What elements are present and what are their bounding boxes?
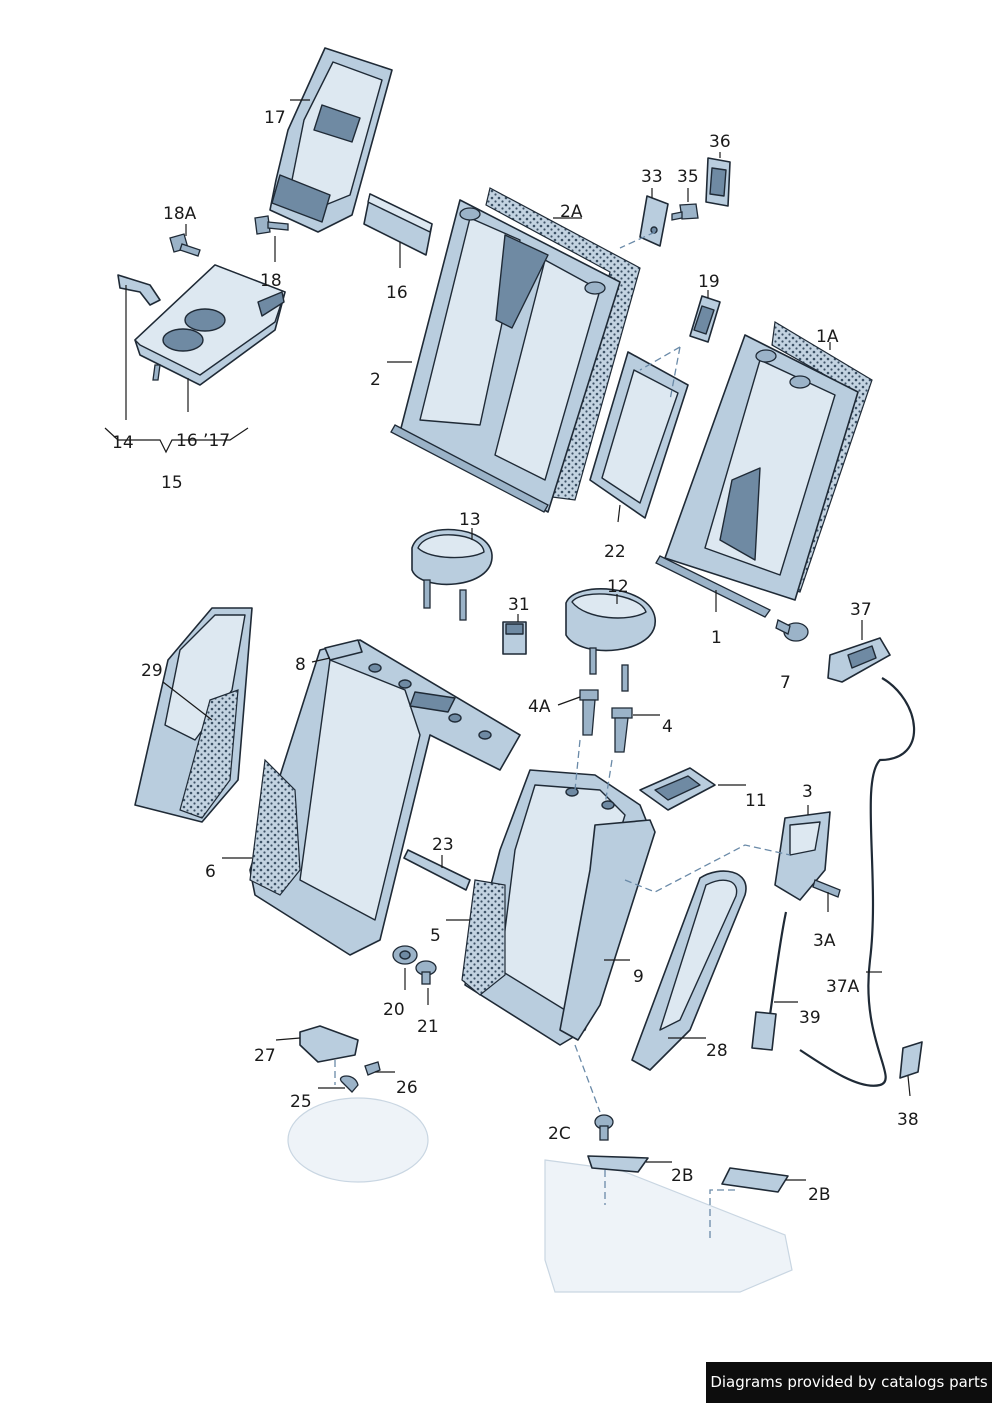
diagram-credit: Diagrams provided by catalogs parts [706, 1362, 992, 1403]
cover-part-36 [705, 157, 731, 207]
label-37A: 37A [826, 977, 860, 997]
guide-part-4 [611, 707, 633, 753]
backrest-frame-part-2 [390, 199, 621, 513]
label-3A: 3A [813, 931, 836, 951]
backrest-frame-part-1 [655, 334, 859, 618]
label-35: 35 [677, 167, 699, 187]
latch-part-19 [689, 295, 721, 343]
frame-panel-part-22 [589, 351, 689, 519]
armrest-frame-part-17 [269, 47, 393, 233]
label-1A: 1A [816, 327, 839, 347]
label-11: 11 [745, 791, 767, 811]
guide-part-4A [579, 689, 599, 736]
grommet-part-20 [392, 945, 418, 965]
handle-part-38 [899, 1041, 923, 1079]
label-6: 6 [205, 862, 216, 882]
screw-part-2C [594, 1114, 614, 1141]
cable-part-37A [799, 677, 916, 1087]
label-9: 9 [633, 967, 644, 987]
clip-part-25 [339, 1075, 359, 1093]
label-2B-left: 2B [671, 1166, 693, 1186]
label-2A: 2A [560, 202, 583, 222]
label-3: 3 [802, 782, 813, 802]
bolster-part-28 [631, 870, 747, 1071]
strip-part-8 [324, 639, 363, 661]
backrest-cover-part-6 [249, 639, 521, 956]
label-18: 18 [260, 271, 282, 291]
headrest-part-12 [565, 588, 656, 692]
label-14: 14 [112, 433, 134, 453]
cable-clip-part-39 [751, 911, 788, 1051]
clip-part-7 [775, 619, 809, 642]
label-27: 27 [254, 1046, 276, 1066]
cover-part-14 [117, 274, 161, 306]
dashed-connectors [334, 231, 791, 1240]
seat-base [544, 1159, 793, 1293]
bracket-part-27 [299, 1025, 359, 1063]
label-17: 17 [264, 108, 286, 128]
bracket-part-2B-right [721, 1167, 789, 1193]
label-28: 28 [706, 1041, 728, 1061]
label-39: 39 [799, 1008, 821, 1028]
headrest-part-13 [411, 528, 493, 621]
label-16: 16 [386, 283, 408, 303]
hinge-part-3 [774, 811, 831, 901]
label-4A: 4A [528, 697, 551, 717]
label-2C: 2C [548, 1124, 571, 1144]
label-33: 33 [641, 167, 663, 187]
label-4: 4 [662, 717, 673, 737]
label-12: 12 [607, 577, 629, 597]
bracket-part-33 [639, 195, 669, 247]
label-21: 21 [417, 1017, 439, 1037]
trim-strip-part-23 [403, 849, 471, 891]
label-37: 37 [850, 600, 872, 620]
label-18A: 18A [163, 204, 197, 224]
label-16-17: 16 ’17 [176, 431, 230, 451]
label-36: 36 [709, 132, 731, 152]
leader-lines [104, 99, 911, 1181]
release-unit-part-37 [827, 637, 891, 683]
label-25: 25 [290, 1092, 312, 1112]
label-5: 5 [430, 926, 441, 946]
label-23: 23 [432, 835, 454, 855]
release-button-part-11 [639, 767, 716, 811]
side-panel-part-9 [559, 819, 656, 1041]
label-13: 13 [459, 510, 481, 530]
label-7: 7 [780, 673, 791, 693]
screw-part-26 [364, 1061, 381, 1076]
label-29: 29 [141, 661, 163, 681]
screw-part-21 [415, 960, 437, 985]
button-part-31 [502, 621, 527, 655]
label-26: 26 [396, 1078, 418, 1098]
label-2B-right: 2B [808, 1185, 830, 1205]
label-22: 22 [604, 542, 626, 562]
label-19: 19 [698, 272, 720, 292]
label-20: 20 [383, 1000, 405, 1020]
pad-part-16 [363, 193, 433, 256]
side-cover-part-29 [134, 607, 253, 823]
bracket-part-2B-left [587, 1155, 649, 1173]
label-38: 38 [897, 1110, 919, 1130]
floor-bracket-base [287, 1097, 429, 1183]
screw-part-3A [812, 879, 841, 898]
bolt-part-18 [254, 215, 289, 235]
armrest-cupholder-part-16-17 [134, 264, 286, 386]
bolt-part-18A [169, 233, 201, 257]
label-8: 8 [295, 655, 306, 675]
label-1: 1 [711, 628, 722, 648]
label-2: 2 [370, 370, 381, 390]
screw-part-35 [671, 203, 699, 221]
part-labels: 17 18A 18 16 14 16 ’17 15 2 2A 33 35 36 … [112, 108, 919, 1205]
label-31: 31 [508, 595, 530, 615]
label-15: 15 [161, 473, 183, 493]
